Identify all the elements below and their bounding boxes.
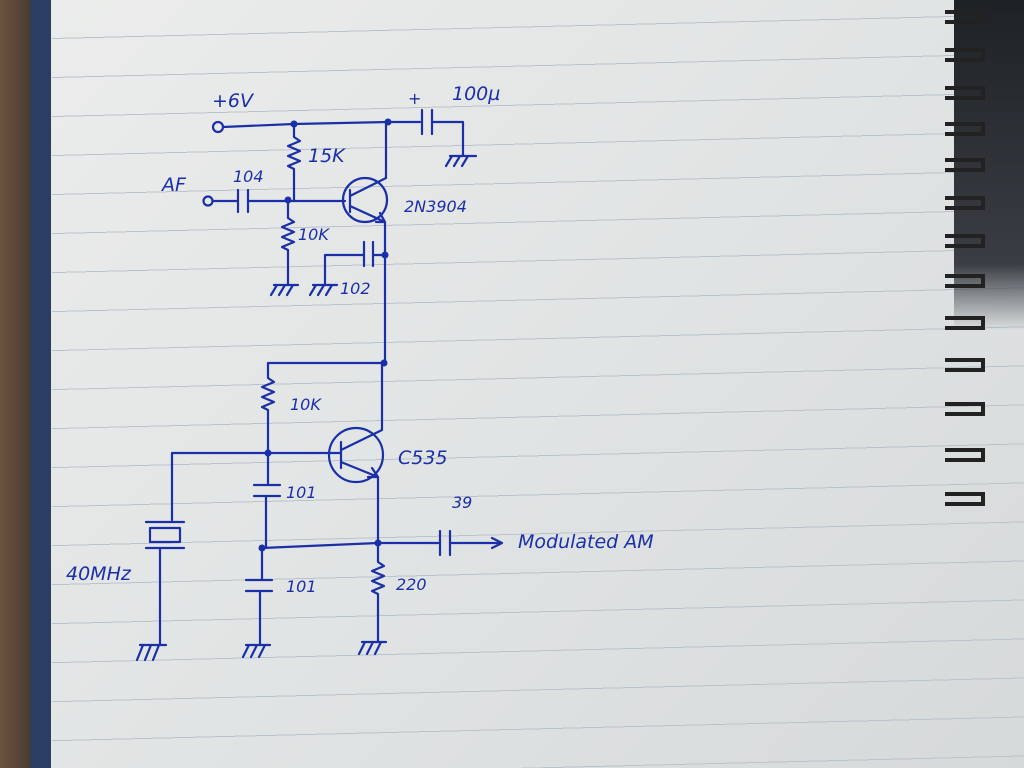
q1-label: 2N3904 (404, 197, 467, 216)
r-10k-bias-label: 10K (298, 225, 330, 244)
polarity-label: + (408, 89, 421, 108)
af-label: AF (160, 174, 187, 196)
ground-icon (269, 283, 300, 297)
input-capacitor (211, 188, 347, 214)
resistor-10k-base (260, 361, 386, 455)
q2-label: C535 (398, 447, 448, 469)
c-101-bottom-label: 101 (286, 577, 317, 596)
crystal-wire (170, 451, 342, 522)
supply-rail-wire (221, 120, 422, 129)
af-input-terminal (202, 195, 214, 207)
supply-terminal (211, 120, 225, 134)
output-label: Modulated AM (518, 531, 654, 553)
output-capacitor (260, 529, 504, 557)
c-emitter-label: 102 (340, 279, 371, 298)
resistor-220 (370, 541, 386, 644)
ground-icon (357, 640, 388, 656)
ground-icon (135, 643, 168, 662)
crystal-label: 40MHz (66, 563, 132, 585)
emitter-capacitor (323, 240, 387, 287)
transistor-q1 (341, 176, 389, 224)
c-101-top-label: 101 (286, 483, 317, 502)
c-supply-label: 100µ (452, 83, 500, 105)
c-input-label: 104 (233, 167, 264, 186)
capacitor-101-top (252, 451, 282, 550)
q1-leads (348, 120, 388, 365)
ground-icon (308, 283, 339, 297)
r-220-label: 220 (396, 575, 427, 594)
r-10k-base-label: 10K (290, 395, 322, 414)
supply-label: +6V (212, 90, 255, 112)
ground-icon (444, 154, 478, 168)
ground-icon (241, 643, 272, 659)
resistor-15k (286, 122, 302, 202)
q2-leads (339, 361, 384, 545)
c-out-label: 39 (452, 493, 472, 512)
supply-capacitor (420, 108, 465, 157)
r-15k-label: 15K (308, 145, 346, 167)
spiral-binding (945, 10, 985, 506)
capacitor-101-bottom (244, 546, 274, 647)
resistor-10k-bias (280, 198, 296, 287)
crystal-40mhz (144, 520, 186, 647)
transistor-q2 (327, 426, 385, 484)
